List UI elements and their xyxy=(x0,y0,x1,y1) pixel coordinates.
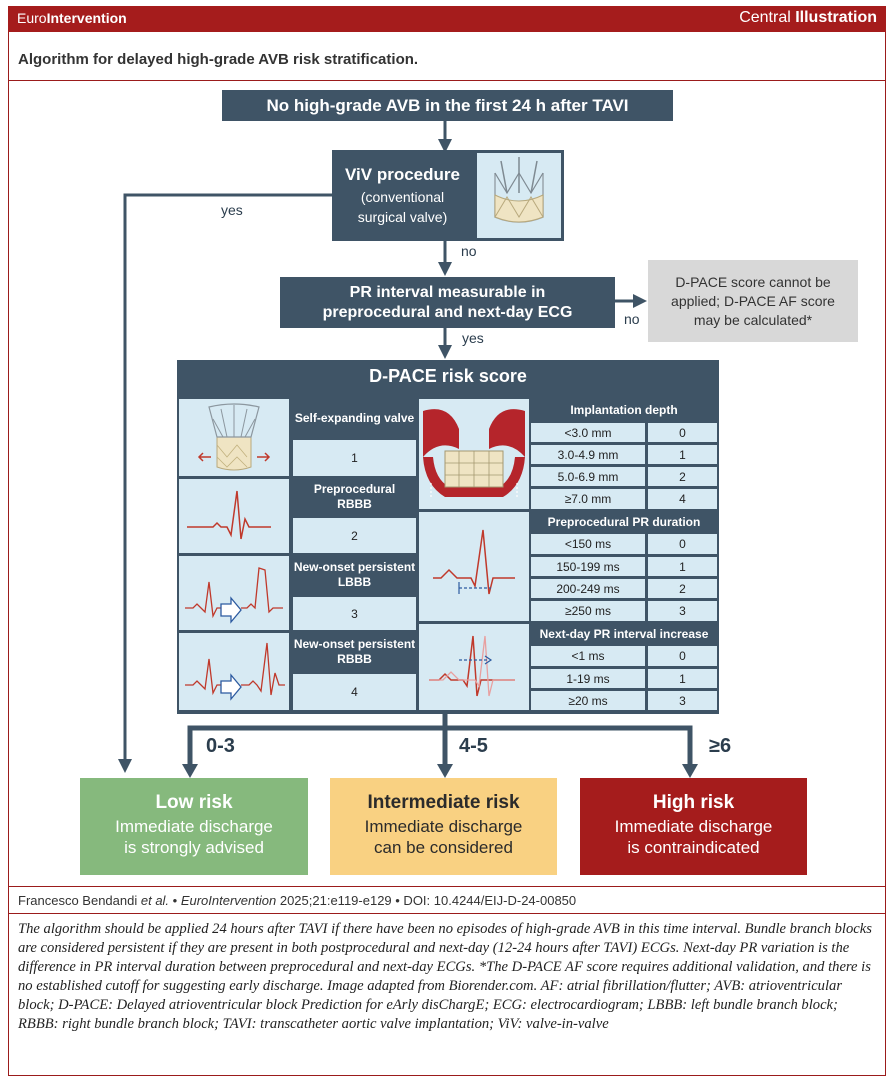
journal-name: EuroIntervention xyxy=(17,10,127,26)
pr-duration-points: 2 xyxy=(648,579,717,598)
self-expanding-valve-points: 1 xyxy=(293,440,416,476)
pr-duration-header: Preprocedural PR duration xyxy=(547,514,701,529)
new-rbbb-label: New-onset persistent RBBB xyxy=(293,637,416,666)
pr-increase-points: 1 xyxy=(648,669,717,688)
start-box: No high-grade AVB in the first 24 h afte… xyxy=(222,90,673,121)
ecg-new-lbbb-icon xyxy=(179,556,289,630)
viv-title: ViV procedure xyxy=(345,164,460,184)
high-risk-title: High risk xyxy=(652,792,735,813)
intermediate-risk-box: Intermediate risk Immediate discharge ca… xyxy=(330,778,557,875)
low-risk-box: Low risk Immediate discharge is strongly… xyxy=(80,778,308,875)
pr-yes-label: yes xyxy=(462,330,484,346)
depth-range: 5.0-6.9 mm xyxy=(531,467,645,486)
pr-duration-range: 200-249 ms xyxy=(531,579,645,598)
pr-measurable-box: PR interval measurable in preprocedural … xyxy=(280,277,615,328)
intermediate-risk-line-2: can be considered xyxy=(374,838,513,857)
citation: Francesco Bendandi et al. • EuroInterven… xyxy=(18,893,577,908)
central-illustration-tag: Central Illustration xyxy=(739,9,877,26)
branch-label-intermediate: 4-5 xyxy=(459,735,488,757)
pr-duration-icon xyxy=(419,512,529,621)
high-risk-line-2: is contraindicated xyxy=(627,838,760,857)
pr-duration-points: 3 xyxy=(648,601,717,621)
pr-increase-range: <1 ms xyxy=(531,646,645,666)
depth-points: 1 xyxy=(648,445,717,464)
depth-range: ≥7.0 mm xyxy=(531,489,645,509)
self-expanding-valve-label: Self-expanding valve xyxy=(294,410,415,425)
surgical-valve-icon xyxy=(477,153,561,238)
intermediate-risk-title: Intermediate risk xyxy=(367,792,520,813)
cannot-apply-box: D-PACE score cannot be applied; D-PACE A… xyxy=(648,260,858,342)
pr-increase-icon xyxy=(419,624,529,710)
new-lbbb-label: New-onset persistent LBBB xyxy=(293,560,416,589)
pr-duration-range: ≥250 ms xyxy=(531,601,645,621)
pr-duration-points: 1 xyxy=(648,557,717,576)
pr-increase-header: Next-day PR interval increase xyxy=(539,626,709,641)
depth-points: 4 xyxy=(648,489,717,509)
title-divider xyxy=(8,80,886,81)
preprocedural-rbbb-label: Preprocedural RBBB xyxy=(313,482,396,511)
low-risk-title: Low risk xyxy=(155,792,233,813)
pr-increase-range: ≥20 ms xyxy=(531,691,645,710)
branch-label-high: ≥6 xyxy=(709,735,732,757)
figure-title: Algorithm for delayed high-grade AVB ris… xyxy=(18,51,419,68)
self-expanding-valve-icon xyxy=(179,399,289,476)
viv-yes-label: yes xyxy=(221,202,243,218)
pr-duration-range: <150 ms xyxy=(531,534,645,554)
depth-points: 0 xyxy=(648,423,717,442)
viv-sub-2: surgical valve) xyxy=(357,208,448,225)
new-lbbb-points: 3 xyxy=(293,597,416,630)
preprocedural-rbbb-points: 2 xyxy=(293,518,416,553)
viv-procedure-box: ViV procedure (conventional surgical val… xyxy=(332,150,564,241)
new-rbbb-points: 4 xyxy=(293,674,416,710)
low-risk-line-1: Immediate discharge xyxy=(115,817,273,836)
pr-increase-points: 3 xyxy=(648,691,717,710)
depth-points: 2 xyxy=(648,467,717,486)
pr-line-1: PR interval measurable in xyxy=(349,283,546,301)
viv-no-label: no xyxy=(461,243,477,259)
pr-duration-points: 0 xyxy=(648,534,717,554)
branch-label-low: 0-3 xyxy=(206,735,235,757)
footnote-divider xyxy=(8,913,886,914)
ecg-rbbb-icon xyxy=(179,479,289,553)
depth-range: 3.0-4.9 mm xyxy=(531,445,645,464)
pr-no-label: no xyxy=(624,311,640,327)
high-risk-box: High risk Immediate discharge is contrai… xyxy=(580,778,807,875)
pr-duration-range: 150-199 ms xyxy=(531,557,645,576)
viv-sub-1: (conventional xyxy=(360,188,445,205)
d-pace-title: D-PACE risk score xyxy=(369,366,527,386)
implantation-depth-icon xyxy=(419,399,529,509)
high-risk-line-1: Immediate discharge xyxy=(614,817,773,836)
header-bar: EuroIntervention Central Illustration xyxy=(8,6,886,32)
implantation-depth-header: Implantation depth xyxy=(570,402,678,417)
intermediate-risk-line-1: Immediate discharge xyxy=(364,817,523,836)
pr-increase-points: 0 xyxy=(648,646,717,666)
depth-range: <3.0 mm xyxy=(531,423,645,442)
pr-line-2: preprocedural and next-day ECG xyxy=(322,303,573,321)
footnote: The algorithm should be applied 24 hours… xyxy=(18,921,872,1032)
pr-increase-range: 1-19 ms xyxy=(531,669,645,688)
citation-divider xyxy=(8,886,886,887)
ecg-new-rbbb-icon xyxy=(179,633,289,710)
low-risk-line-2: is strongly advised xyxy=(124,838,264,857)
